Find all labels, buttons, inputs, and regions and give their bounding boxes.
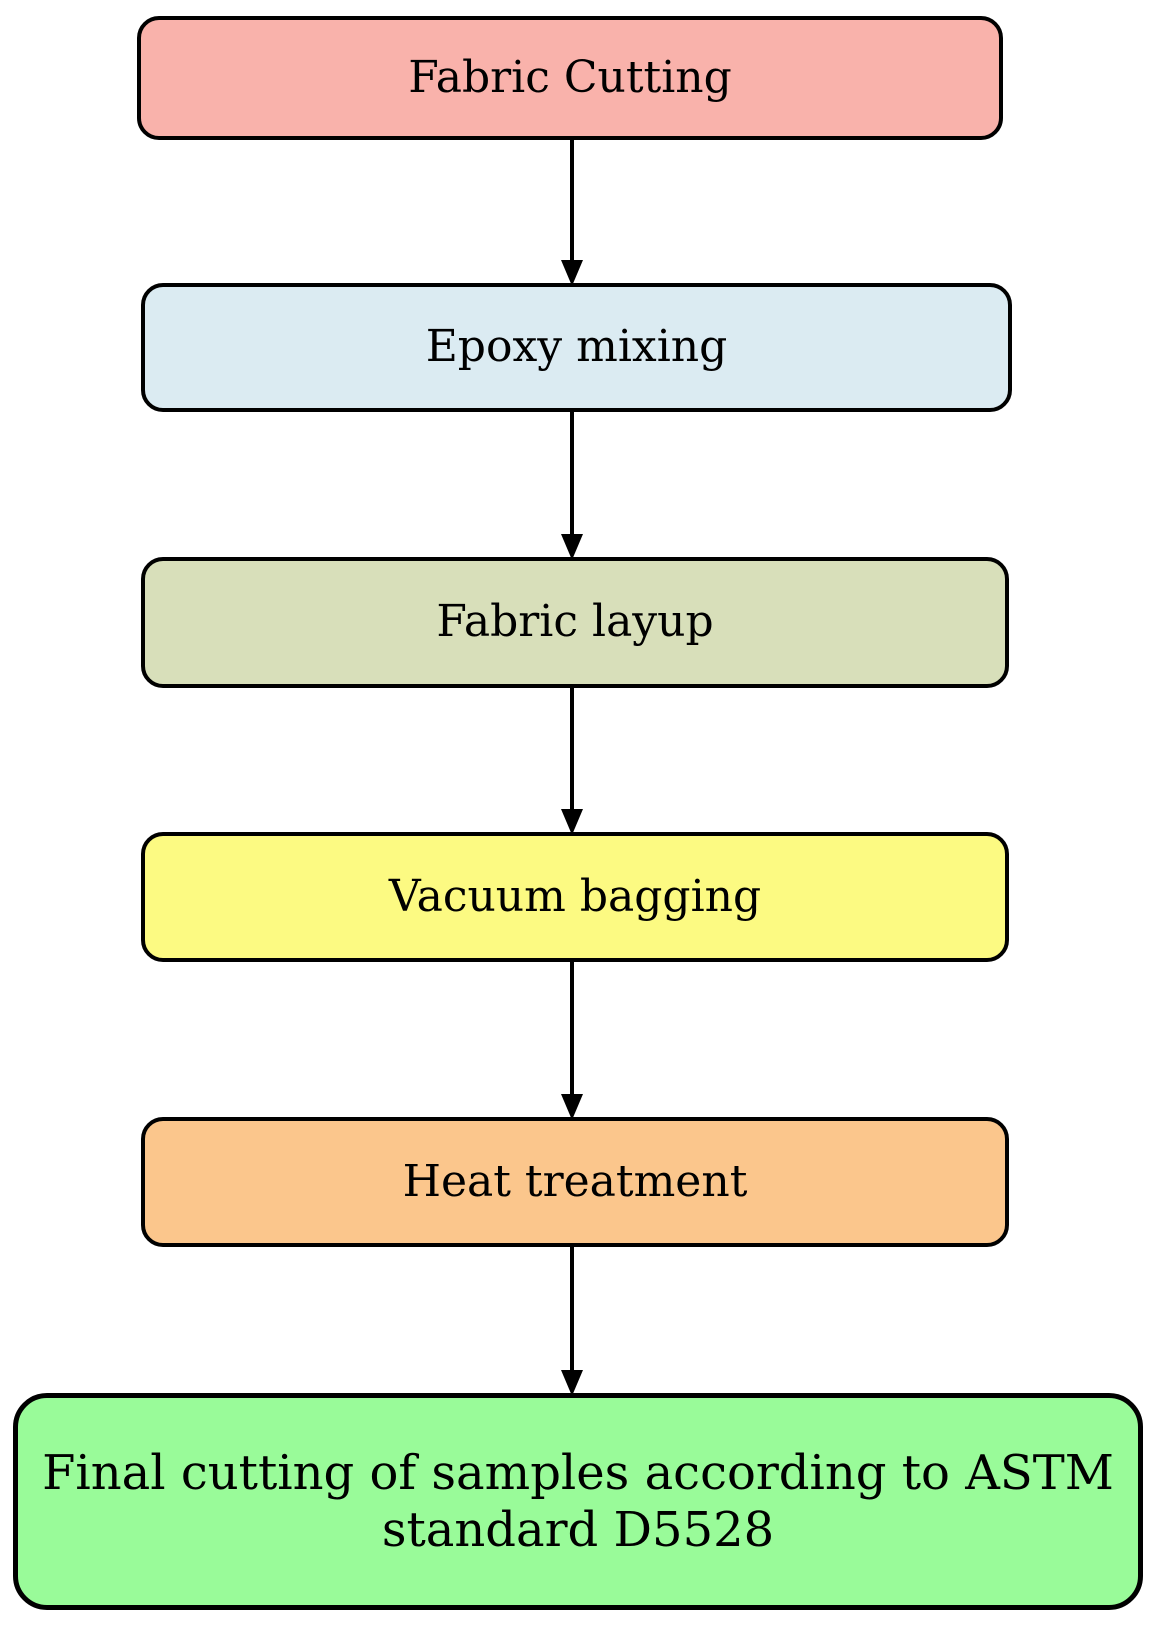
arrow-shaft <box>570 1247 574 1374</box>
arrow-shaft <box>570 140 574 264</box>
flow-node-fabric-cutting: Fabric Cutting <box>137 16 1003 140</box>
flow-node-label: Fabric Cutting <box>408 51 732 103</box>
down-arrow-icon <box>560 412 584 560</box>
arrow-shaft <box>570 688 574 813</box>
arrow-head <box>561 809 583 835</box>
flow-node-label-line-1: Final cutting of samples according to AS… <box>42 1444 1114 1501</box>
flow-node-fabric-layup: Fabric layup <box>141 557 1009 688</box>
flow-node-vacuum-bagging: Vacuum bagging <box>141 832 1009 962</box>
arrow-shaft <box>570 962 574 1098</box>
arrow-head <box>561 534 583 560</box>
down-arrow-icon <box>560 688 584 835</box>
arrow-shaft <box>570 412 574 538</box>
flow-node-final-cutting: Final cutting of samples according to AS… <box>13 1393 1143 1610</box>
down-arrow-icon <box>560 1247 584 1396</box>
down-arrow-icon <box>560 140 584 286</box>
flow-node-label: Fabric layup <box>436 596 714 648</box>
arrow-head <box>561 260 583 286</box>
flow-node-heat-treatment: Heat treatment <box>141 1117 1009 1247</box>
down-arrow-icon <box>560 962 584 1120</box>
flow-node-label-line-2: standard D5528 <box>381 1501 775 1558</box>
arrow-head <box>561 1370 583 1396</box>
flow-node-label: Vacuum bagging <box>388 870 762 922</box>
flow-node-label: Epoxy mixing <box>425 321 728 373</box>
arrow-head <box>561 1094 583 1120</box>
flow-node-label: Heat treatment <box>402 1155 748 1207</box>
flow-node-epoxy-mixing: Epoxy mixing <box>141 283 1012 412</box>
